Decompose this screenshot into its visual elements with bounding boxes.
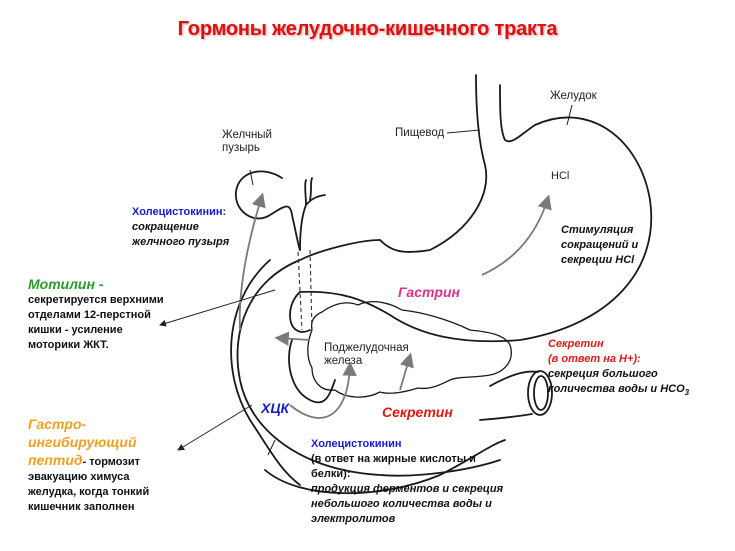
gip-name-line: Гастро- (28, 416, 87, 432)
cck-pancreas-annotation: Холецистокинин (в ответ на жирные кислот… (311, 437, 503, 527)
cck-label-leader (267, 439, 276, 456)
annotation-line: электролитов (311, 513, 396, 525)
gastrin-hcl-arrow (481, 194, 552, 276)
intestine-tube-top (489, 370, 539, 387)
cck-pancreas-name: Холецистокинин (311, 438, 402, 450)
cck-abbr-label: ХЦК (261, 400, 290, 416)
gallbladder-label-line: пузырь (222, 142, 260, 154)
esophagus-outline (379, 74, 488, 253)
bile-duct (299, 177, 326, 251)
annotation-line: секретируется верхними (28, 294, 164, 306)
bile-duct-dashed-right (309, 249, 313, 331)
bile-duct-dashed-left (297, 251, 303, 331)
cck-pancreas-arrow (289, 361, 357, 419)
gastrin-label: Гастрин (398, 284, 460, 300)
gip-name-line: пептид (28, 452, 83, 468)
gallbladder-leader (249, 169, 254, 186)
stomach-lesser-curve (236, 239, 501, 477)
secretin-effect-annotation: Секретин (в ответ на Н+): секреция больш… (548, 337, 689, 400)
annotation-line: количества воды и НСО (548, 383, 685, 395)
annotation-line: моторики ЖКТ. (28, 339, 109, 351)
annotation-line: сокращение (132, 221, 199, 233)
gip-name-line: ингибирующий (28, 434, 137, 450)
hcl-label: HCl (551, 170, 570, 182)
intestine-tube-bottom (479, 413, 533, 421)
cck-gallbladder-name: Холецистокинин: (132, 206, 227, 218)
annotation-line: секреции HCl (561, 254, 635, 266)
annotation-line: продукция ферментов и секреция (311, 483, 504, 495)
gallbladder-outline (235, 170, 301, 251)
gip-annotation: Гастро- ингибирующий пептид- тормозит эв… (28, 415, 149, 515)
annotation-line: небольшого количества воды и (311, 498, 492, 510)
motilin-name: Мотилин - (28, 276, 104, 292)
motilin-annotation: Мотилин - секретируется верхними отделам… (28, 276, 164, 353)
stomach-outline (299, 116, 653, 343)
annotation-line: кишки - усиление (28, 324, 123, 336)
subscript: 3 (684, 388, 690, 398)
esophagus-inner (499, 84, 536, 143)
page-title: Гормоны желудочно-кишечного тракта (177, 18, 558, 40)
stomach-label: Желудок (550, 90, 597, 102)
gallbladder-label-line: Желчный (222, 129, 272, 141)
annotation-line: (в ответ на жирные кислоты и (311, 453, 476, 465)
gip-pointer (177, 404, 253, 451)
pancreas-label-line: Поджелудочная (324, 342, 409, 354)
secretin-condition: (в ответ на Н+): (548, 353, 641, 365)
annotation-line: отделами 12-перстной (28, 309, 151, 321)
annotation-line: сокращений и (561, 239, 639, 251)
annotation-line: кишечник заполнен (28, 501, 135, 513)
annotation-line: секреция большого (548, 368, 658, 380)
annotation-line: - тормозит (82, 456, 140, 468)
secretin-name: Секретин (548, 338, 604, 350)
annotation-line: желудка, когда тонкий (28, 486, 150, 498)
pancreas-outline (307, 301, 512, 398)
annotation-line: Стимуляция (561, 224, 634, 236)
intestine-tube-opening-outer (527, 370, 553, 416)
cck-gallbladder-arrow (238, 192, 266, 331)
duodenum-inner (289, 291, 311, 333)
pancreas-label: Поджелудочная железа (324, 342, 409, 368)
esophagus-label: Пищевод (395, 127, 445, 139)
annotation-line: эвакуацию химуса (28, 471, 130, 483)
pancreas-label-line: железа (324, 355, 363, 367)
pancreas-duct-arrow (274, 331, 311, 346)
cck-gallbladder-annotation: Холецистокинин: сокращение желчного пузы… (132, 205, 229, 250)
annotation-line: белки): (311, 468, 351, 480)
esophagus-leader (446, 129, 481, 134)
annotation-line: желчного пузыря (132, 236, 230, 248)
gastrin-effect-annotation: Стимуляция сокращений и секреции HCl (561, 223, 638, 268)
intestine-tube-opening-inner (533, 375, 549, 411)
stomach-leader (566, 104, 573, 126)
gallbladder-label: Желчный пузырь (222, 129, 272, 155)
duodenum-loop (288, 339, 336, 404)
intestine-lower (264, 439, 506, 495)
secretin-label: Секретин (382, 404, 453, 420)
motilin-pointer (159, 289, 276, 327)
intestine-left-outer (230, 259, 301, 486)
secretin-pancreas-arrow (399, 352, 414, 391)
